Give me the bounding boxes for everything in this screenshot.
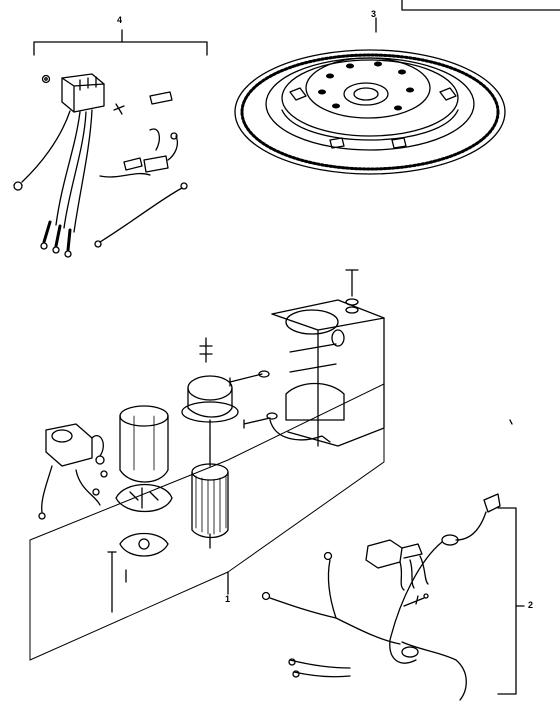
group-3-flywheel: [234, 17, 506, 175]
flywheel-ring-gear: [234, 49, 506, 175]
bracket-bolt: [345, 269, 359, 297]
group-2-wiring-harness: [261, 493, 525, 701]
nut: [41, 74, 51, 84]
armature: [191, 471, 229, 539]
callout-4: 4: [117, 15, 123, 25]
switch-leads: [399, 555, 429, 591]
end-cap: [187, 375, 233, 401]
rectifier-body: [61, 73, 105, 113]
field-housing: [119, 415, 169, 483]
group-4-rectifier-kit: [13, 29, 208, 258]
flywheel-magnets: [289, 87, 457, 149]
group-2-bracket: [497, 507, 517, 695]
callout-1: 1: [225, 594, 231, 604]
group-1-outline: [29, 383, 385, 661]
ring-gear-teeth: [240, 53, 500, 171]
fuse-holder: [123, 155, 169, 173]
key-switch: [365, 539, 403, 569]
pin: [149, 91, 173, 105]
lead-terminals: [42, 220, 72, 252]
jumper-wire: [99, 187, 183, 243]
screw: [113, 103, 125, 115]
bracket-bushing: [331, 329, 345, 347]
callout-2: 2: [528, 600, 534, 610]
clip-pin: [403, 595, 425, 607]
flywheel-holes: [318, 61, 414, 111]
grommet: [401, 646, 419, 658]
clamp-band: [269, 419, 331, 443]
through-bolt: [229, 373, 263, 387]
terminal-stud: [199, 337, 213, 363]
callout-3: 3: [371, 9, 377, 19]
flywheel-center-bore: [343, 82, 389, 106]
flywheel-hub-plate: [305, 57, 431, 119]
group-4-bracket: [33, 41, 208, 56]
long-bolt: [107, 551, 117, 613]
solenoid-lead: [41, 465, 53, 513]
ground-wire: [21, 110, 71, 183]
rectifier-leads: [55, 109, 93, 233]
starter-bracket: [271, 299, 385, 447]
lower-end-cap: [119, 532, 169, 557]
small-lead: [149, 128, 161, 151]
page-frame-corner: [401, 0, 560, 11]
harness-cable: [389, 541, 443, 664]
group-1-starter-motor: [29, 269, 385, 661]
harness-connector: [483, 493, 501, 513]
brush-plate: [115, 484, 173, 512]
solenoid: [45, 423, 93, 467]
